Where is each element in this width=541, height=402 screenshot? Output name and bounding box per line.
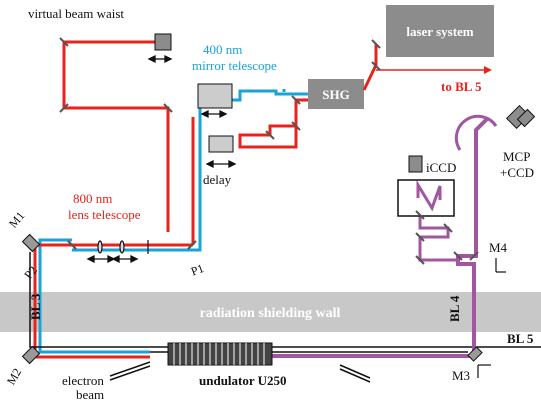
undulator-label: undulator U250 (199, 373, 287, 388)
black-beam-bl3 (29, 252, 150, 348)
m3-adjust-arrows (477, 364, 491, 378)
m2-mirror (21, 345, 41, 365)
mirror-telescope-box (197, 83, 233, 109)
shielding-wall (0, 292, 541, 332)
m3-mirror (467, 346, 483, 362)
m4-label: M4 (489, 240, 508, 255)
delay-label: delay (203, 172, 232, 187)
to-bl5-label: to BL 5 (441, 79, 482, 94)
purple-beam-iccd (418, 215, 458, 262)
m2-label: M2 (4, 366, 24, 387)
mcp-label-line2: +CCD (500, 165, 534, 180)
blue-beam-bl3 (38, 238, 150, 354)
p2-label: P2 (21, 263, 40, 282)
p1-label: P1 (189, 261, 206, 278)
laser-system-label: laser system (406, 24, 473, 39)
purple-beam-mcp (474, 116, 490, 145)
iccd-label: iCCD (426, 160, 456, 175)
lens-arrows (86, 254, 139, 264)
small-mirrors (59, 37, 479, 265)
to-bl5-arrowhead (484, 66, 492, 74)
shg-label: SHG (322, 87, 349, 102)
mcp-camera (505, 104, 536, 130)
m1-mirror (21, 233, 41, 253)
telescope-label-line2: mirror telescope (192, 58, 277, 73)
m1-label: M1 (6, 209, 27, 231)
m4-adjust-arrows (495, 258, 506, 273)
virtual-waist-camera (154, 33, 172, 51)
delay-stage (208, 135, 234, 153)
mcp-ring (454, 114, 498, 151)
m3-label: M3 (452, 368, 470, 383)
electron-label-line1: electron (62, 373, 104, 388)
electron-beam-dipoles (109, 361, 371, 383)
shg-box (308, 79, 364, 109)
virtual-waist-arrow (147, 54, 173, 64)
lens-label-line1: 800 nm (73, 191, 112, 206)
undulator (167, 342, 273, 366)
red-beam-laser (362, 44, 378, 91)
virtual-waist-label: virtual beam waist (28, 6, 124, 21)
blue-beam-telescope (72, 89, 308, 252)
electron-label-line2: beam (76, 387, 104, 402)
red-beam-shg-loop (238, 98, 308, 149)
bl4-label: BL 4 (447, 295, 462, 322)
lens-telescope-optics (97, 240, 149, 254)
mcp-label-line1: MCP (503, 149, 530, 164)
delay-arrow (205, 159, 237, 169)
red-beam-bl3 (33, 243, 150, 359)
telescope-label-line1: 400 nm (203, 42, 242, 57)
lens-label-line2: lens telescope (68, 207, 141, 222)
laser-system-box (386, 5, 494, 57)
wall-label: radiation shielding wall (200, 306, 341, 321)
telescope-arrow (200, 109, 228, 119)
iccd-camera (408, 155, 423, 173)
bl3-label: BL 3 (28, 293, 43, 320)
iccd-box (397, 179, 455, 217)
purple-beam-iccd-zigzag (416, 179, 442, 212)
bl5-label: BL 5 (507, 331, 534, 346)
